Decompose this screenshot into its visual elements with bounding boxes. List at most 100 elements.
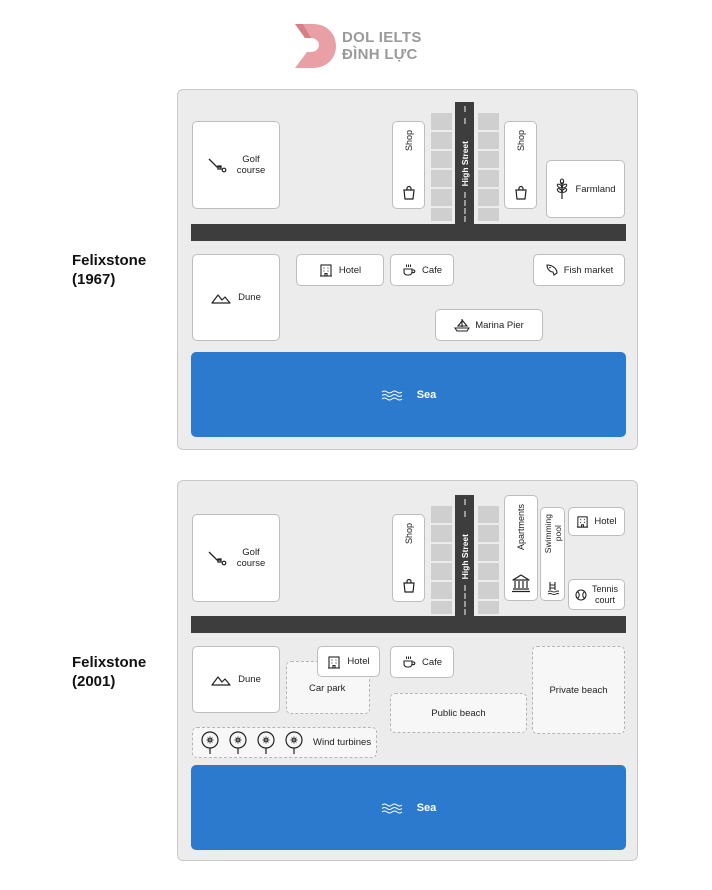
- car-park-label: Car park: [309, 683, 346, 694]
- map-2001-year: (2001): [72, 673, 116, 690]
- waves-icon: [381, 389, 403, 401]
- cafe-1967: Cafe: [390, 254, 454, 286]
- map-1967-year: (1967): [72, 271, 116, 288]
- hotel-2001: Hotel: [317, 646, 380, 677]
- building-block: [478, 189, 499, 206]
- wind-turbine-icon: [227, 730, 249, 755]
- cafe-label: Cafe: [421, 264, 443, 276]
- bank-icon: [511, 573, 531, 593]
- sea-1967: Sea: [191, 352, 626, 437]
- coffee-cup-icon: [402, 655, 416, 669]
- private-beach-2001: Private beach: [532, 646, 625, 734]
- map-2001-label: Felixstone (2001): [72, 653, 146, 691]
- mountain-icon: [211, 674, 231, 686]
- shopping-bag-icon: [513, 185, 529, 201]
- coffee-cup-icon: [402, 263, 416, 277]
- building-block: [431, 170, 452, 187]
- logo-mark: [293, 22, 337, 70]
- tennis-ball-icon: [575, 588, 587, 601]
- shopping-bag-icon: [401, 578, 417, 594]
- sea-label: Sea: [416, 801, 437, 814]
- fish-market-1967: Fish market: [533, 254, 625, 286]
- map-2001-title: Felixstone: [72, 654, 147, 671]
- cafe-label: Cafe: [421, 656, 443, 668]
- pool-icon: [547, 581, 559, 595]
- building-block: [431, 582, 452, 599]
- building-block: [478, 563, 499, 580]
- wind-turbine-icon: [255, 730, 277, 755]
- private-beach-label: Private beach: [549, 684, 608, 696]
- building-icon: [327, 655, 341, 669]
- logo-line-1: DOL IELTS: [342, 29, 422, 46]
- building-block: [478, 601, 499, 614]
- shop-label: Shop: [515, 130, 526, 152]
- fish-market-label: Fish market: [563, 264, 614, 276]
- boat-icon: [454, 318, 471, 332]
- sea-label: Sea: [416, 388, 437, 401]
- building-block: [431, 208, 452, 221]
- main-road-1967: [191, 224, 626, 241]
- building-block: [431, 189, 452, 206]
- building-block: [478, 544, 499, 561]
- building-block: [478, 582, 499, 599]
- hotel-label: Hotel: [338, 264, 362, 276]
- building-icon: [576, 515, 589, 528]
- high-street-label: High Street: [459, 534, 470, 580]
- building-block: [431, 601, 452, 614]
- high-street-1967: High Street: [455, 102, 474, 226]
- hotel-1967: Hotel: [296, 254, 384, 286]
- wheat-icon: [555, 178, 569, 200]
- marina-pier-label: Marina Pier: [475, 319, 524, 331]
- fish-icon: [545, 263, 559, 277]
- public-beach-2001: Public beach: [390, 693, 527, 733]
- farmland-label: Farmland: [575, 183, 616, 195]
- building-block: [478, 506, 499, 523]
- farmland-1967: Farmland: [546, 160, 625, 218]
- waves-icon: [381, 802, 403, 814]
- mountain-icon: [211, 292, 231, 304]
- marina-pier-1967: Marina Pier: [435, 309, 543, 341]
- sea-2001: Sea: [191, 765, 626, 850]
- shop-label: Shop: [403, 130, 414, 152]
- building-block: [431, 563, 452, 580]
- building-icon: [319, 263, 333, 277]
- building-block: [431, 525, 452, 542]
- shop-right-1967: Shop: [504, 121, 537, 209]
- building-block: [478, 151, 499, 168]
- building-block: [478, 132, 499, 149]
- golf-icon: [207, 550, 227, 566]
- apartments-label: Apartments: [516, 504, 526, 551]
- shop-2001: Shop: [392, 514, 425, 602]
- building-block: [478, 170, 499, 187]
- building-block: [478, 525, 499, 542]
- shop-left-1967: Shop: [392, 121, 425, 209]
- logo-line-2: ĐÌNH LỰC: [342, 46, 418, 63]
- building-block: [478, 113, 499, 130]
- dune-2001: Dune: [192, 646, 280, 713]
- cafe-2001: Cafe: [390, 646, 454, 678]
- building-block: [431, 544, 452, 561]
- building-block: [431, 151, 452, 168]
- wind-turbines-2001: Wind turbines: [192, 727, 377, 758]
- map-1967-title: Felixstone: [72, 252, 147, 269]
- dune-label: Dune: [238, 292, 261, 303]
- building-block: [431, 506, 452, 523]
- dune-1967: Dune: [192, 254, 280, 341]
- shopping-bag-icon: [401, 185, 417, 201]
- wind-turbines-label: Wind turbines: [313, 737, 372, 748]
- apartments-2001: Apartments: [504, 495, 538, 601]
- golf-icon: [207, 157, 227, 173]
- wind-turbine-icon: [199, 730, 221, 755]
- building-block: [478, 208, 499, 221]
- high-street-2001: High Street: [455, 495, 474, 619]
- shop-label: Shop: [403, 523, 414, 545]
- hotel-label: Hotel: [594, 516, 617, 527]
